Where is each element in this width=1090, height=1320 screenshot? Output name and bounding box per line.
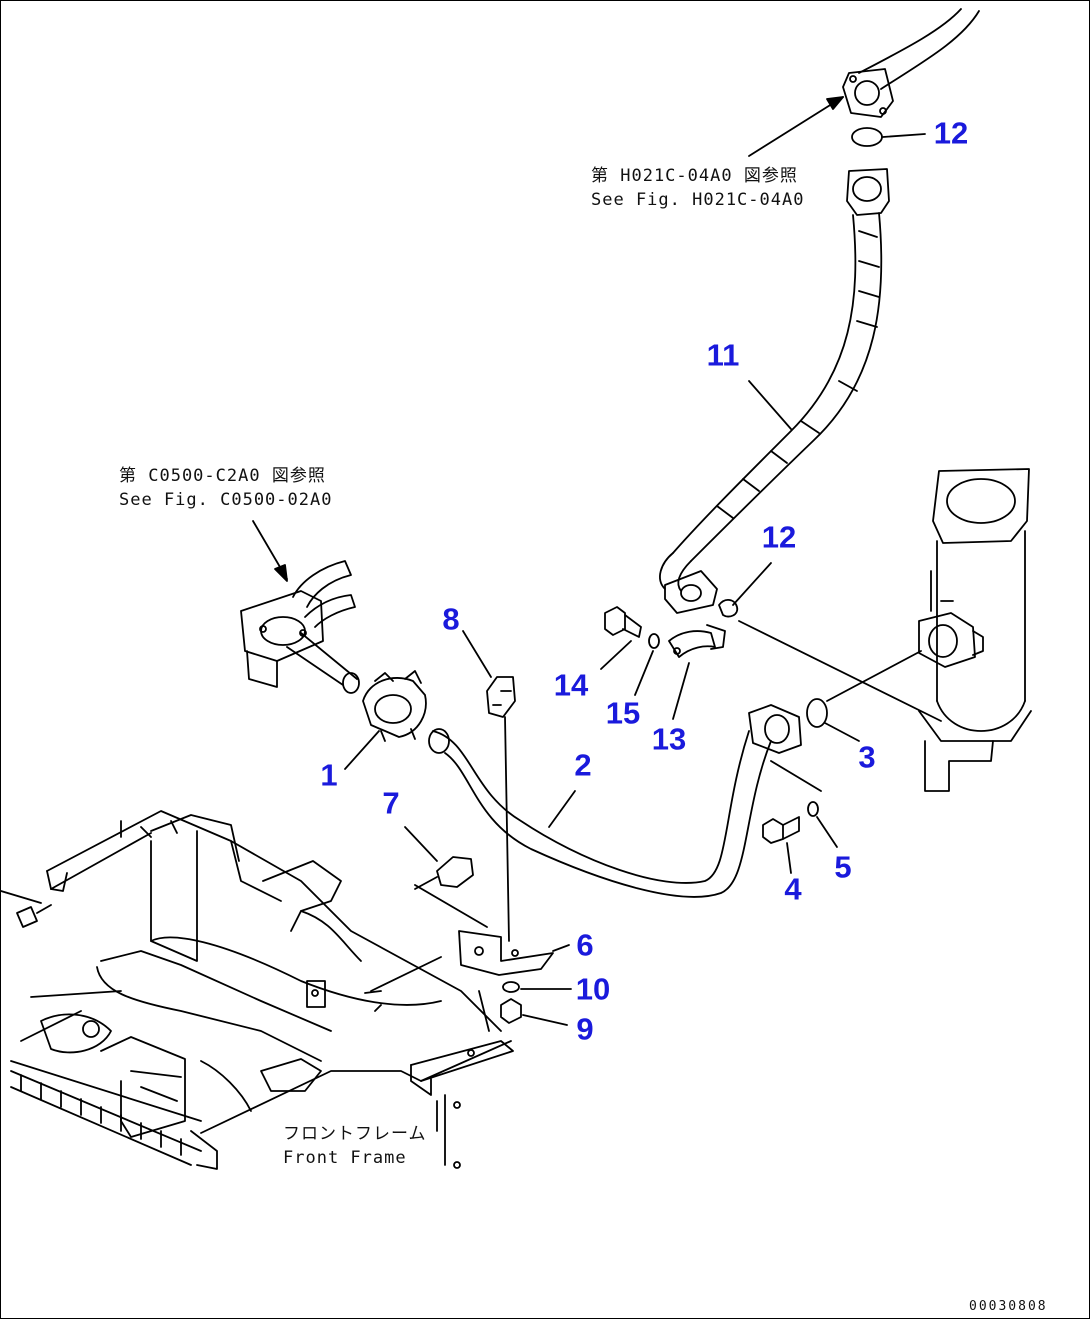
washer-10 bbox=[502, 981, 520, 993]
alignment-line-9 bbox=[478, 990, 490, 1032]
callout-9: 9 bbox=[576, 1011, 594, 1047]
leader-8 bbox=[462, 630, 492, 678]
left-ref-leader bbox=[252, 520, 288, 582]
split-flange-13 bbox=[668, 624, 726, 658]
front-frame bbox=[1, 810, 514, 1170]
upper-ref-leader bbox=[748, 96, 844, 157]
leader-14 bbox=[600, 640, 632, 670]
ref-frame-en: Front Frame bbox=[283, 1148, 407, 1168]
muffler-tank bbox=[918, 468, 1032, 792]
callout-2: 2 bbox=[574, 747, 592, 783]
bolt-7 bbox=[414, 856, 474, 890]
alignment-line-5 bbox=[770, 760, 822, 792]
leader-5 bbox=[816, 816, 838, 848]
hose-clamp-1 bbox=[362, 670, 427, 742]
callout-7: 7 bbox=[382, 785, 400, 821]
hose-2 bbox=[428, 704, 802, 898]
callout-12-mid: 12 bbox=[761, 519, 797, 555]
hose-11 bbox=[659, 168, 890, 614]
ref-top-jp: 第 H021C-04A0 図参照 bbox=[591, 166, 798, 186]
drawing-code: 00030808 bbox=[969, 1299, 1048, 1314]
leader-3 bbox=[824, 722, 860, 742]
bracket-8 bbox=[486, 676, 516, 942]
alignment-line-3 bbox=[826, 650, 922, 702]
nut-9 bbox=[500, 998, 522, 1024]
leader-1 bbox=[344, 730, 380, 770]
callout-11: 11 bbox=[706, 337, 740, 373]
leader-12b bbox=[732, 562, 772, 606]
alignment-line-6 bbox=[370, 956, 442, 992]
ref-top-en: See Fig. H021C-04A0 bbox=[591, 190, 805, 210]
leader-7 bbox=[404, 826, 438, 862]
ref-left-en: See Fig. C0500-02A0 bbox=[119, 490, 333, 510]
washer-15 bbox=[648, 633, 660, 649]
left-pipe-assembly bbox=[240, 560, 360, 694]
leader-9 bbox=[522, 1014, 568, 1026]
plate-6 bbox=[458, 930, 554, 976]
leader-13 bbox=[672, 662, 690, 720]
alignment-line-12 bbox=[738, 620, 942, 722]
bolt-14 bbox=[604, 606, 642, 638]
o-ring-3 bbox=[806, 698, 828, 728]
o-ring-12-mid bbox=[718, 599, 739, 618]
ref-frame-jp: フロントフレーム bbox=[283, 1124, 427, 1144]
bolt-4 bbox=[762, 816, 800, 844]
callout-14: 14 bbox=[553, 667, 589, 703]
alignment-line-7 bbox=[414, 884, 488, 928]
callout-3: 3 bbox=[858, 739, 876, 775]
callout-10: 10 bbox=[575, 971, 611, 1007]
callout-8: 8 bbox=[442, 601, 460, 637]
callout-1: 1 bbox=[320, 757, 338, 793]
leader-4 bbox=[786, 842, 792, 874]
callout-5: 5 bbox=[834, 849, 852, 885]
callout-6: 6 bbox=[576, 927, 594, 963]
upper-pipe bbox=[842, 8, 980, 118]
washer-5 bbox=[807, 801, 819, 817]
ref-left-jp: 第 C0500-C2A0 図参照 bbox=[119, 466, 326, 486]
callout-13: 13 bbox=[651, 721, 687, 757]
o-ring-12-top bbox=[851, 127, 883, 147]
callout-15: 15 bbox=[605, 695, 641, 731]
callout-12-top: 12 bbox=[933, 115, 969, 151]
leader-2 bbox=[548, 790, 576, 828]
leader-12a bbox=[882, 133, 926, 138]
leader-11 bbox=[748, 380, 792, 430]
callout-4: 4 bbox=[784, 871, 802, 907]
leader-6 bbox=[552, 944, 570, 952]
leader-15 bbox=[634, 650, 654, 696]
